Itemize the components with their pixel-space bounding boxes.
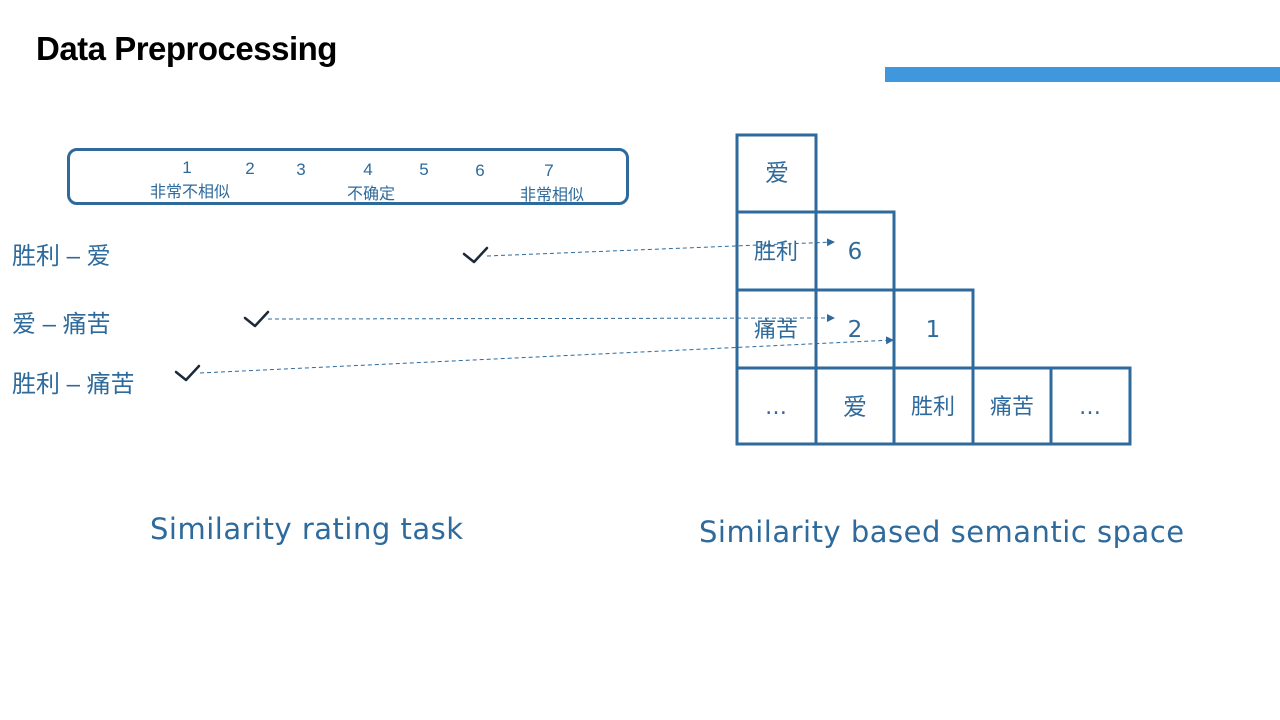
column-label: 痛苦: [990, 395, 1034, 420]
scale-tick-3: 3: [296, 160, 306, 179]
matrix-value: 1: [926, 317, 941, 343]
check-icon: [243, 310, 270, 328]
scale-tick-2: 2: [245, 159, 255, 178]
scale-tick-7: 7: [544, 161, 554, 180]
check-icon: [462, 246, 489, 264]
pair-label-3: 胜利 – 痛苦: [12, 371, 135, 398]
matrix-value: 2: [848, 317, 863, 343]
accent-bar: [885, 67, 1280, 82]
rating-arrow-1: [486, 238, 835, 257]
rating-scale-box: [67, 148, 629, 205]
caption-right: Similarity based semantic space: [699, 515, 1185, 549]
scale-tick-4: 4: [363, 160, 373, 179]
scale-anchor-low: 非常不相似: [149, 184, 231, 201]
row-label: 痛苦: [754, 318, 798, 343]
scale-anchor-mid: 不确定: [346, 186, 396, 203]
check-icon: [174, 364, 201, 382]
scale-tick-6: 6: [475, 161, 485, 180]
matrix-cell: [1049, 366, 1132, 446]
scale-anchor-high: 非常相似: [519, 187, 585, 204]
column-label: …: [1079, 395, 1101, 420]
slide-title: Data Preprocessing: [36, 30, 337, 67]
row-label: 胜利: [754, 240, 798, 265]
row-label: 爱: [765, 159, 789, 187]
row-label: …: [765, 395, 787, 420]
column-label: 胜利: [911, 395, 955, 420]
column-label: 爱: [843, 393, 867, 421]
scale-tick-1: 1: [182, 158, 192, 177]
caption-left: Similarity rating task: [150, 512, 464, 546]
scale-tick-5: 5: [419, 160, 429, 179]
rating-arrow-3: [199, 336, 894, 374]
rating-arrow-2: [267, 314, 835, 323]
pair-label-2: 爱 – 痛苦: [12, 311, 111, 338]
matrix-value: 6: [848, 239, 863, 265]
pair-label-1: 胜利 – 爱: [12, 243, 111, 270]
